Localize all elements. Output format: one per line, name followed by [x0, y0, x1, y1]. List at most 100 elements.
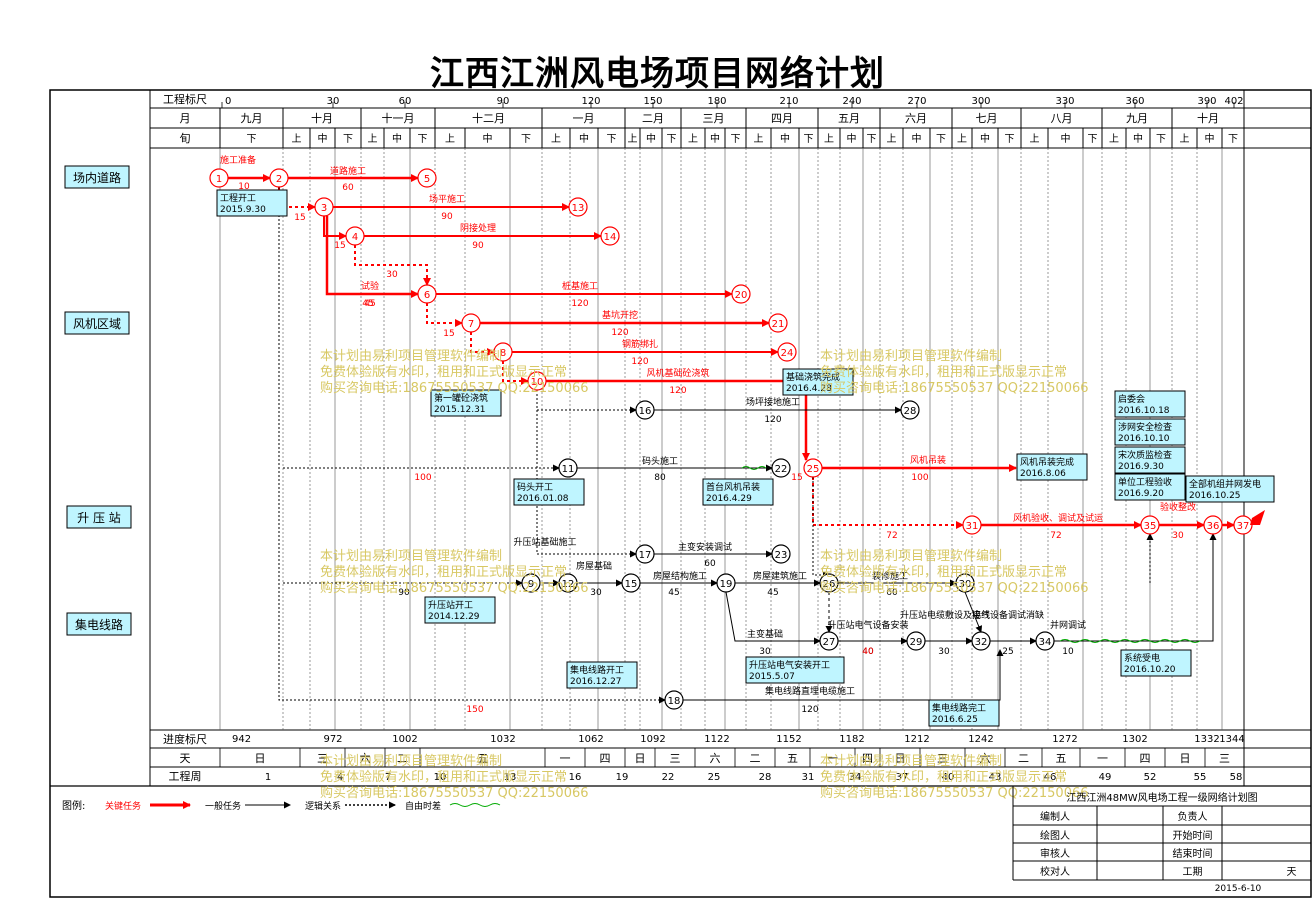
- progress-tick: 1332: [1194, 734, 1219, 745]
- day-label: 二: [1018, 752, 1029, 765]
- titleblock-date: 2015-6-10: [1215, 884, 1262, 894]
- day-label: 一: [827, 752, 838, 765]
- day-label: 五: [477, 752, 488, 765]
- milestone-box: [1114, 418, 1186, 446]
- progress-tick: 1152: [776, 734, 801, 745]
- node-circle: [269, 168, 289, 188]
- activity-name: 房屋建筑施工: [753, 570, 807, 582]
- day-label: 六: [360, 752, 371, 765]
- week-label: 4: [337, 772, 343, 783]
- milestone-name: 全部机组并网发电: [1189, 478, 1261, 490]
- legend-logic: 逻辑关系: [305, 800, 341, 812]
- week-label: 22: [662, 772, 675, 783]
- node-label: 14: [604, 232, 617, 243]
- timescale-tick: 120: [581, 96, 600, 107]
- node-circle: [558, 458, 578, 478]
- activity-duration: 90: [441, 212, 453, 222]
- milestone-date: 2016.12.27: [570, 677, 622, 687]
- node-circle: [1203, 515, 1223, 535]
- timescale-tick: 390: [1197, 96, 1216, 107]
- activity-name: 房屋基础: [576, 560, 612, 572]
- milestone-box: [424, 596, 496, 624]
- timescale-tick: 300: [971, 96, 990, 107]
- timescale-tick: 402: [1224, 96, 1243, 107]
- day-label: 三: [317, 752, 328, 765]
- activity-duration: 90: [398, 588, 410, 598]
- float-label: 72: [886, 531, 897, 541]
- milestone-date: 2016.01.08: [517, 494, 569, 504]
- section-label: 场内道路: [73, 170, 121, 185]
- milestone-date: 2016.4.29: [706, 494, 752, 504]
- progress-tick: 1182: [839, 734, 864, 745]
- week-label: 31: [802, 772, 815, 783]
- node-label: 1: [216, 174, 222, 185]
- milestone-date: 2016.4.28: [786, 384, 832, 394]
- activity-duration: 120: [571, 299, 588, 309]
- month-label: 十二月: [472, 111, 505, 125]
- titleblock-cell: 绘图人: [1040, 829, 1070, 842]
- milestone-box: [513, 478, 585, 506]
- timescale-tick: 240: [842, 96, 861, 107]
- activity-name: 风机基础砼浇筑: [646, 367, 709, 379]
- xun-label: 下: [247, 134, 257, 145]
- titleblock-cell: 结束时间: [1173, 847, 1213, 860]
- xun-label: 上: [1030, 133, 1040, 145]
- xun-label: 中: [847, 132, 857, 145]
- activity-name: 装修施工: [872, 570, 908, 582]
- month-label: 二月: [642, 112, 664, 125]
- xun-label: 中: [318, 132, 328, 145]
- legend-float: 自由时差: [405, 800, 441, 812]
- xun-label: 上: [887, 133, 897, 145]
- milestone-name: 工程开工: [220, 193, 256, 204]
- node-label: 37: [1237, 521, 1250, 532]
- xun-label: 上: [292, 133, 302, 145]
- watermark-text: 购买咨询电话:18675550537 QQ:22150066: [320, 785, 589, 801]
- page-title: 江西江洲风电场项目网络计划: [430, 54, 885, 94]
- day-label: 六: [710, 752, 721, 765]
- activity-name: 升压站基础施工: [513, 536, 576, 548]
- xun-label: 下: [731, 134, 741, 145]
- milestone-date: 2015.9.30: [220, 205, 266, 215]
- activity-name: 码头施工: [642, 455, 678, 467]
- milestone-name: 集电线路完工: [932, 702, 986, 714]
- month-label: 九月: [241, 112, 263, 125]
- critical-link: [470, 332, 495, 356]
- activity-duration: 25: [1002, 647, 1013, 657]
- xun-label: 中: [1133, 132, 1143, 145]
- node-circle: [417, 168, 437, 188]
- section-label: 风机区域: [73, 317, 121, 331]
- milestone-box: [430, 389, 502, 417]
- node-circle: [314, 197, 334, 217]
- activity-name: 风机验收、调试及试运: [1013, 512, 1103, 524]
- milestone-box: [1114, 446, 1186, 474]
- watermark-text: 免费体验版有水印，租用和正式版显示正常: [820, 364, 1067, 380]
- node-label: 25: [807, 464, 820, 475]
- progress-tick: 942: [232, 734, 251, 745]
- milestone-name: 码头开工: [517, 482, 553, 493]
- titleblock-cell: 开始时间: [1173, 829, 1213, 842]
- node-label: 34: [1039, 637, 1052, 648]
- activity-name: 道路施工: [330, 165, 366, 177]
- milestone-date: 2015.5.07: [749, 672, 795, 682]
- legend-label: 图例:: [62, 799, 85, 812]
- milestone-name: 启委会: [1118, 393, 1145, 405]
- week-label: 1: [265, 772, 271, 783]
- node-label: 21: [772, 319, 785, 330]
- node-label: 35: [1144, 521, 1157, 532]
- xun-label: 中: [1061, 132, 1071, 145]
- activity-duration: 90: [472, 241, 484, 251]
- activity-arrows: [228, 174, 1235, 704]
- milestone-date: 2016.10.20: [1124, 665, 1176, 675]
- watermark-text: 本计划由易利项目管理软件编制: [820, 349, 1002, 364]
- xun-label: 中: [980, 132, 990, 145]
- progress-tick: 1212: [904, 734, 929, 745]
- node-circle: [1140, 515, 1160, 535]
- titleblock-cell: 编制人: [1040, 810, 1070, 823]
- milestone-name: 系统受电: [1124, 652, 1160, 664]
- timescale-tick: 210: [779, 96, 798, 107]
- node-circle: [768, 313, 788, 333]
- milestone-name: 集电线路开工: [570, 664, 624, 676]
- node-circle: [906, 631, 926, 651]
